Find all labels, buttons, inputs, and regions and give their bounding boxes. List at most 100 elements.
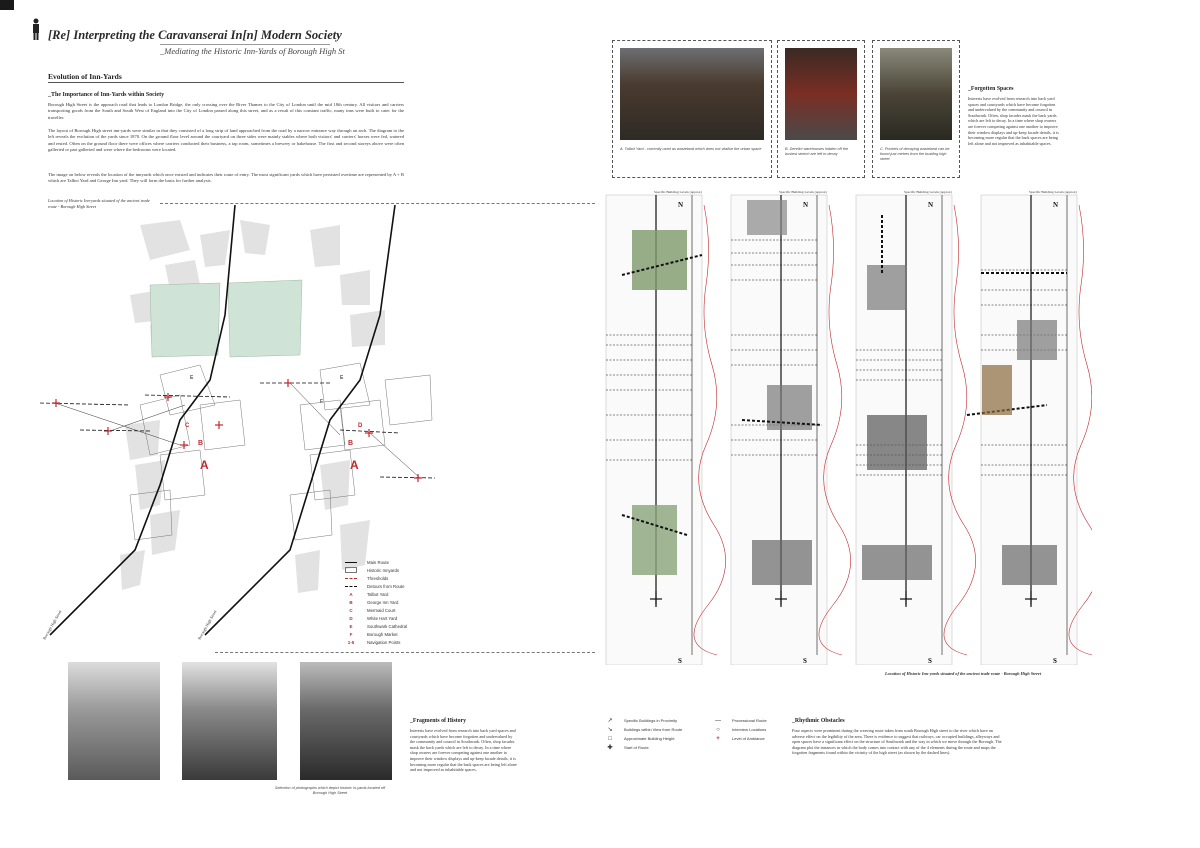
svg-text:E: E — [190, 375, 194, 381]
legend-key: D — [349, 615, 353, 621]
legend2-item: ↘ Buildings within View from Route — [604, 725, 682, 734]
threshold-lines — [40, 382, 436, 479]
wasteland-photo — [880, 48, 952, 140]
svg-text:B: B — [348, 440, 353, 447]
legend-label: Historic Innyards — [367, 567, 399, 573]
importance-subheading: _The Importance of Inn-Yards within Soci… — [48, 92, 165, 98]
caption-c: C. Pockets of decaying wasteland can be … — [880, 147, 950, 161]
leader-line-top — [160, 203, 595, 204]
legend-item: B George Inn Yard — [345, 598, 445, 606]
legend-key: A — [349, 591, 353, 597]
route-strips: Specific Building Levels (approx) N S Sp… — [605, 190, 1092, 665]
svg-text:A: A — [200, 458, 209, 472]
map-yard-labels: A A B B D C E E F — [185, 375, 363, 472]
legend-key: B — [349, 599, 353, 605]
evolution-heading: Evolution of Inn-Yards — [48, 72, 122, 81]
legend2-label: Level of Ambiance — [732, 736, 765, 741]
page-title: [Re] Interpreting the Caravanserai In[n]… — [48, 28, 342, 42]
strip-legend-col1: ↗Specific Buildings in Proximity ↘ Buildi… — [604, 716, 682, 752]
legend2-item: +Level of Ambiance — [712, 734, 767, 743]
innyard-swatch-icon — [345, 566, 357, 574]
legend-item: E Southwark Cathedral — [345, 622, 445, 630]
legend2-label: Buildings within View from Route — [624, 727, 683, 732]
detour-swatch-icon — [345, 585, 357, 587]
figure-logo-icon — [33, 18, 39, 40]
svg-text:C: C — [185, 423, 190, 429]
legend2-label: Processional Route — [732, 718, 767, 723]
caption-a: A. Talbot Yard - currently used as waste… — [620, 147, 762, 151]
legend-item: Main Route — [345, 558, 445, 566]
strip-2: Specific Building Levels (approx) N S — [730, 190, 852, 665]
legend2-label: Start of Route — [624, 745, 649, 750]
svg-text:A: A — [350, 458, 359, 472]
compass-s: S — [803, 657, 807, 665]
warehouse-photo — [785, 48, 857, 140]
legend-label: Navigation Points — [367, 639, 401, 645]
legend-item: Historic Innyards — [345, 566, 445, 574]
caption-b: B. Derelict warehouses hidden off the bu… — [785, 147, 849, 156]
route-line-icon: — — [715, 717, 721, 724]
historic-photo-3 — [300, 662, 392, 780]
open-space-blocks — [149, 279, 303, 358]
photo-frame-c: C. Pockets of decaying wasteland can be … — [872, 40, 960, 178]
historic-photo-1 — [68, 662, 160, 780]
compass-n: N — [1053, 201, 1058, 209]
historic-photos-caption: Selection of photographs which depict hi… — [274, 786, 386, 795]
legend-label: Borough Market — [367, 631, 398, 637]
legend2-item: ↗Specific Buildings in Proximity — [604, 716, 682, 725]
compass-s: S — [928, 657, 932, 665]
strip-top-label: Specific Building Levels (approx) — [1029, 190, 1078, 194]
legend-key: F — [349, 631, 353, 637]
compass-s: S — [678, 657, 682, 665]
rhythmic-text: Four aspects were prominent during the w… — [792, 728, 1002, 756]
compass-n: N — [803, 201, 808, 209]
photo-frame-b: B. Derelict warehouses hidden off the bu… — [777, 40, 865, 178]
legend2-label: Specific Buildings in Proximity — [624, 718, 678, 723]
legend-item: Detours from Route — [345, 582, 445, 590]
dotted-arrow-icon: ↘ — [607, 726, 613, 733]
strip-top-label: Specific Building Levels (approx) — [904, 190, 953, 194]
forgotten-text: Interests have evolved from research int… — [968, 96, 1059, 146]
legend-item: Thresholds — [345, 574, 445, 582]
legend2-item: ✚Start of Route — [604, 743, 682, 752]
map-legend: Main Route Historic Innyards Thresholds … — [345, 558, 445, 646]
legend-item: F Borough Market — [345, 630, 445, 638]
legend-label: George Inn Yard — [367, 599, 399, 605]
legend-key: C — [349, 607, 353, 613]
strip-top-label: Specific Building Levels (approx) — [779, 190, 828, 194]
evolution-paragraph-3: The image on below reveals the location … — [48, 172, 404, 184]
legend-key: E — [349, 623, 353, 629]
svg-text:E: E — [340, 375, 344, 381]
legend2-label: Approximate Building Height — [624, 736, 675, 741]
legend-label: White Hart Yard — [367, 615, 398, 621]
talbot-yard-photo — [620, 48, 764, 140]
legend-key: 1-5 — [347, 639, 355, 645]
legend-label: Main Route — [367, 559, 389, 565]
innyard-outlines — [129, 362, 433, 541]
legend-item: 1-5 Navigation Points — [345, 638, 445, 646]
strip-4: Specific Building Levels (approx) N S — [966, 190, 1092, 665]
photo-frame-a: A. Talbot Yard - currently used as waste… — [612, 40, 772, 178]
legend-item: D White Hart Yard — [345, 614, 445, 622]
legend-label: Talbot Yard — [367, 591, 389, 597]
map-location-note: Location of Historic Inn-yards situated … — [48, 198, 150, 209]
legend-label: Detours from Route — [367, 583, 405, 589]
strips-bottom-note: Location of Historic Inn-yards situated … — [885, 671, 1042, 676]
corner-marker — [0, 0, 14, 10]
page-subtitle: _Mediating the Historic Inn-Yards of Bor… — [160, 44, 345, 56]
evolution-paragraph-1: Borough High Street is the approach road… — [48, 102, 404, 120]
legend-label: Southwark Cathedral — [367, 623, 408, 629]
legend2-label: Interview Locations — [732, 727, 767, 732]
threshold-swatch-icon — [345, 577, 357, 579]
heading-rule — [48, 82, 404, 83]
fragments-text: Interests have evolved from research int… — [410, 728, 517, 773]
evolution-paragraph-2: The layout of Borough High street inn-ya… — [48, 128, 404, 153]
historic-photo-2 — [182, 662, 277, 780]
rhythmic-heading: _Rhythmic Obstacles — [792, 718, 845, 724]
svg-text:F: F — [320, 399, 323, 405]
square-icon: □ — [608, 735, 612, 742]
forgotten-heading: _Forgotten Spaces — [968, 86, 1014, 92]
background-buildings — [120, 220, 385, 593]
fragments-heading: _Fragments of History — [410, 718, 467, 724]
